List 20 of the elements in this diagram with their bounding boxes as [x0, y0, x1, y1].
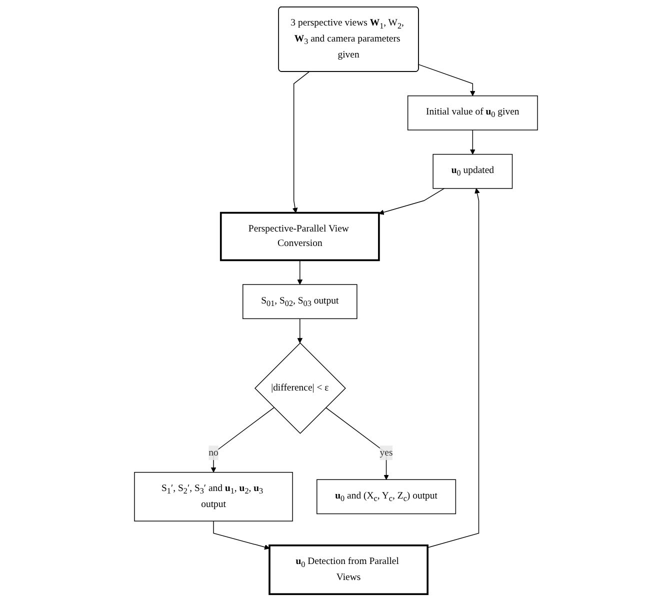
- arrow: [378, 188, 445, 215]
- node-box: u$_{0}$ Detection from Parallel Views: [268, 544, 428, 596]
- arrow: [292, 71, 310, 214]
- node-box: S$_{1}$′, S$_{2}$′, S$_{3}$′ and u$_{1}$, u$_{2}$, u$_{3}$ output: [134, 472, 293, 522]
- node-box: u$_{0}$ updated: [432, 154, 513, 189]
- arrow: [297, 318, 303, 344]
- arrow: [470, 130, 476, 155]
- node-box: Initial value of u$_{0}$ given: [407, 95, 538, 130]
- arrow: [325, 407, 389, 480]
- edge-label: yes: [380, 447, 393, 458]
- arrow: [427, 188, 480, 548]
- node-box: u$_{0}$ and (X$_{c}$, Y$_{c}$, Z$_{c}$) output: [316, 479, 456, 514]
- node-box: S$_{01}$, S$_{02}$, S$_{03}$ output: [242, 284, 358, 320]
- arrow: [418, 64, 476, 96]
- arrow: [297, 260, 303, 285]
- node-box: Perspective-Parallel View Conversion: [220, 212, 380, 262]
- arrow: [210, 407, 274, 473]
- arrow: [213, 520, 270, 550]
- edge-label: no: [208, 447, 218, 458]
- node-diamond: |difference| < ε: [254, 342, 346, 434]
